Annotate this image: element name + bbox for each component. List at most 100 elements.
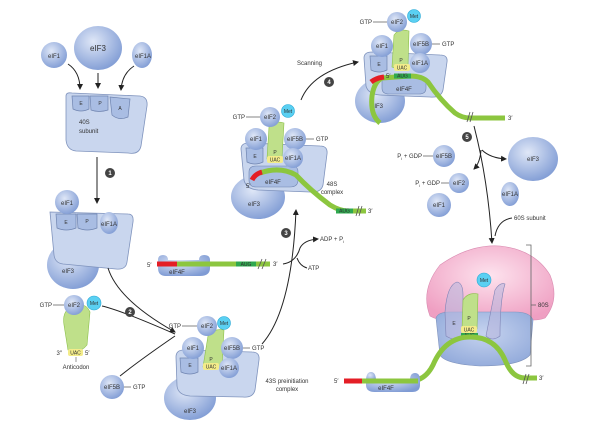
stage-40S-bound: eIF3 E P eIF1 eIF1A <box>47 190 134 289</box>
svg-text:5: 5 <box>465 135 469 141</box>
svg-text:3: 3 <box>284 231 288 237</box>
svg-text:GTP: GTP <box>169 324 181 330</box>
svg-text:GTP: GTP <box>233 115 245 121</box>
svg-text:UAC: UAC <box>464 328 475 334</box>
svg-text:eIF1: eIF1 <box>250 137 263 143</box>
svg-text:Met: Met <box>284 109 293 115</box>
svg-text:complex: complex <box>321 190 343 196</box>
step-1-marker: 1 <box>105 168 115 178</box>
complex-start-codon-recognized: eIF3 eIF4F AUG 5′ 3′ E P UAC eIF1 eIF2 M… <box>355 9 513 125</box>
svg-text:eIF5B: eIF5B <box>224 346 240 352</box>
eIF1-label: eIF1 <box>48 54 61 60</box>
svg-text:GTP: GTP <box>133 385 145 391</box>
svg-text:Met: Met <box>410 14 419 20</box>
80S-label: 80S <box>538 303 549 309</box>
svg-text:5′: 5′ <box>147 263 152 269</box>
aug-codon <box>236 261 256 267</box>
svg-text:E: E <box>253 154 257 160</box>
svg-text:eIF2: eIF2 <box>201 324 214 330</box>
svg-text:2: 2 <box>128 310 132 316</box>
atp-label: ATP <box>308 266 319 272</box>
arrow-step-4-scanning <box>300 60 359 101</box>
svg-text:eIF1: eIF1 <box>433 203 446 209</box>
svg-text:eIF5B: eIF5B <box>104 385 120 391</box>
40S-label: 40S <box>79 120 90 126</box>
arrow-step-5-main <box>473 125 495 244</box>
svg-text:eIF1A: eIF1A <box>412 61 428 67</box>
ribosome-80S: E P UAC Met AUG eIF4F 5′ 3′ 80S <box>334 244 555 392</box>
svg-text:43S preinitiation: 43S preinitiation <box>265 379 308 385</box>
break-mark <box>257 258 267 270</box>
stage-free-40S: eIF3 eIF1 eIF1A E P A 40S subunit <box>41 26 152 154</box>
arrow-release-eIF3 <box>481 149 507 162</box>
pi-gdp-label-1: Pi + GDP <box>397 154 422 161</box>
svg-text:3′: 3′ <box>368 209 373 215</box>
svg-text:P: P <box>467 316 471 322</box>
site-P-label: P <box>98 101 102 107</box>
svg-text:4: 4 <box>327 80 331 86</box>
arrow-eIF5B-join <box>119 335 176 377</box>
svg-text:UAC: UAC <box>206 365 217 371</box>
complex-48S: eIF3 eIF4F AUG 3′ 5′ E P UAC eIF1 eIF2 M… <box>231 104 373 219</box>
svg-text:E: E <box>64 220 68 226</box>
site-E <box>71 95 90 112</box>
svg-text:eIF1A: eIF1A <box>101 222 117 228</box>
svg-text:eIF1: eIF1 <box>187 346 200 352</box>
svg-text:eIF3: eIF3 <box>527 157 540 163</box>
subunit-40S: E P A 40S subunit <box>65 92 148 154</box>
svg-text:5′: 5′ <box>386 74 391 80</box>
svg-text:P: P <box>85 219 89 225</box>
svg-text:Met: Met <box>480 278 489 284</box>
eIF1A-label: eIF1A <box>135 54 151 60</box>
factor-eIF1A: eIF1A <box>132 42 152 68</box>
svg-text:eIF4F: eIF4F <box>396 87 412 93</box>
arrow-atp-in <box>296 257 308 269</box>
svg-text:1: 1 <box>108 171 112 177</box>
svg-text:E: E <box>452 321 456 327</box>
svg-text:eIF1A: eIF1A <box>285 156 301 162</box>
pi-gdp-label-2: Pi + GDP <box>415 181 440 188</box>
svg-text:eIF1: eIF1 <box>61 201 74 207</box>
svg-text:eIF5B: eIF5B <box>413 42 429 48</box>
svg-text:48S: 48S <box>327 182 338 188</box>
svg-text:UAC: UAC <box>270 158 281 164</box>
svg-text:P: P <box>399 58 403 64</box>
svg-text:GTP: GTP <box>442 42 454 48</box>
svg-text:UAC: UAC <box>70 351 81 357</box>
svg-text:eIF3: eIF3 <box>248 202 261 208</box>
svg-text:eIF4F: eIF4F <box>378 386 394 392</box>
svg-text:AUG: AUG <box>241 262 252 268</box>
complex-43S: eIF3 E P UAC eIF1 eIF2 Met GTP eIF5B GTP… <box>164 316 309 420</box>
svg-text:P: P <box>273 150 277 156</box>
svg-text:5′: 5′ <box>246 184 251 190</box>
site-P <box>89 95 109 112</box>
svg-text:3″: 3″ <box>57 351 63 357</box>
40S-subunit-label: subunit <box>79 129 99 135</box>
svg-text:eIF3: eIF3 <box>62 269 75 275</box>
svg-text:GTP: GTP <box>40 303 52 309</box>
svg-text:GTP: GTP <box>316 137 328 143</box>
factor-eIF2-free: eIF2 <box>64 295 84 315</box>
svg-text:eIF2: eIF2 <box>453 181 466 187</box>
svg-text:AUG: AUG <box>339 209 350 215</box>
arrow-ternary-join <box>101 305 176 335</box>
bracket-80S <box>526 244 532 367</box>
ternary-complex: UAC eIF2 Met GTP 3″ 5′ Anticodon <box>40 295 102 371</box>
svg-text:eIF2: eIF2 <box>264 115 277 121</box>
svg-text:eIF1A: eIF1A <box>221 366 237 372</box>
svg-text:AUG: AUG <box>397 74 408 80</box>
svg-text:Anticodon: Anticodon <box>63 365 90 371</box>
svg-text:3′: 3′ <box>273 262 278 268</box>
arrow-step-2 <box>107 267 176 333</box>
svg-text:E: E <box>377 62 381 68</box>
step-2-marker: 2 <box>125 307 135 317</box>
svg-text:GTP: GTP <box>360 20 372 26</box>
svg-text:E: E <box>188 363 192 369</box>
svg-text:eIF3: eIF3 <box>371 104 384 110</box>
svg-text:eIF3: eIF3 <box>184 409 197 415</box>
svg-text:eIF4F: eIF4F <box>169 270 185 276</box>
svg-text:5′: 5′ <box>85 351 90 357</box>
released-factors: eIF5B Pi + GDP eIF2 Pi + GDP eIF1 eIF3 e… <box>397 137 558 217</box>
svg-text:complex: complex <box>276 387 298 393</box>
